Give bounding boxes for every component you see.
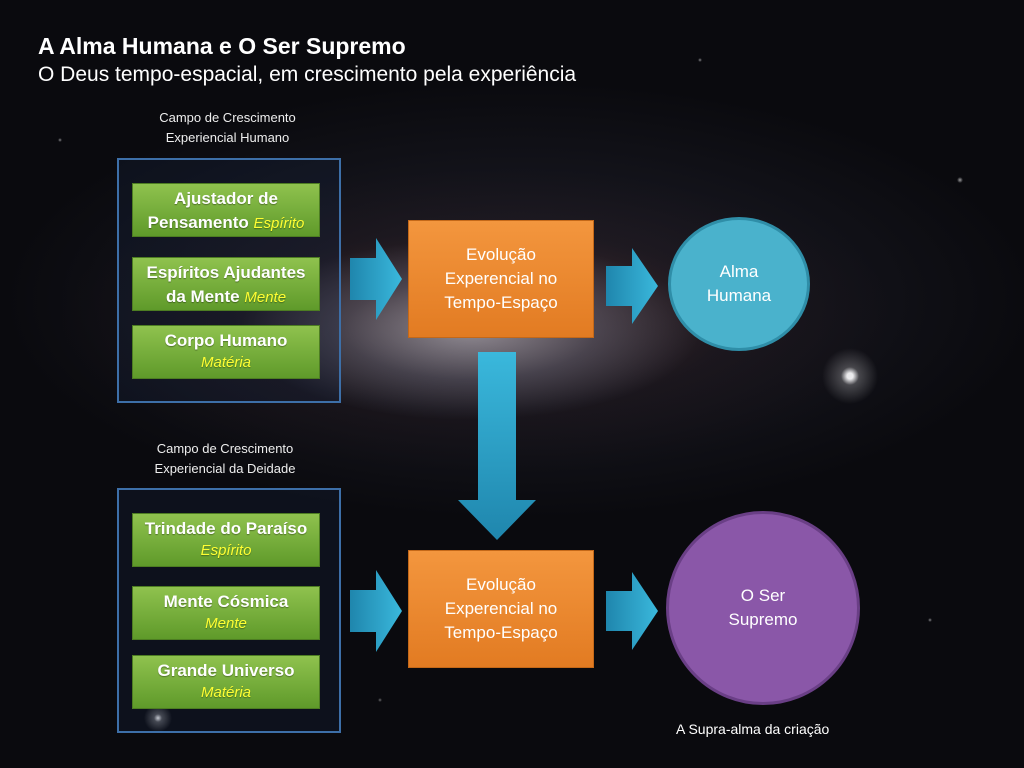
box-label: Ajustador de xyxy=(174,189,278,208)
box-tag: Mente xyxy=(244,289,287,306)
evolution-box-bottom: Evolução Experencial no Tempo-Espaço xyxy=(408,550,594,668)
caption-line: Campo de Crescimento xyxy=(156,441,294,456)
box-tag: Matéria xyxy=(200,684,252,701)
caption-line: Campo de Crescimento xyxy=(159,110,296,125)
box-label: da Mente xyxy=(165,287,240,306)
box-tag: Espírito xyxy=(253,215,305,232)
trindade-box: Trindade do Paraíso Espírito xyxy=(132,513,320,567)
box-tag: Matéria xyxy=(200,354,252,371)
caption-line: Experiencial Humano xyxy=(165,130,290,145)
corpo-humano-box: Corpo Humano Matéria xyxy=(132,325,320,379)
grande-universo-box: Grande Universo Matéria xyxy=(132,655,320,709)
human-field-caption: Campo de Crescimento Experiencial Humano xyxy=(135,108,320,148)
ajustador-box: Ajustador de Pensamento Espírito xyxy=(132,183,320,237)
slide-subtitle: O Deus tempo-espacial, em crescimento pe… xyxy=(38,63,577,86)
arrow-right-icon xyxy=(350,570,402,652)
box-tag: Espírito xyxy=(200,542,252,559)
circle-label: O Ser xyxy=(740,586,786,605)
box-label: Corpo Humano xyxy=(164,331,288,350)
box-label: Pensamento xyxy=(147,213,249,232)
box-label: Mente Cósmica xyxy=(163,592,289,611)
box-tag: Mente xyxy=(205,615,247,632)
mente-cosmica-box: Mente Cósmica Mente xyxy=(132,586,320,640)
arrow-down-icon xyxy=(458,352,536,540)
circle-label: Alma xyxy=(719,262,759,281)
ser-supremo-circle: O Ser Supremo xyxy=(666,511,860,705)
box-label: Grande Universo xyxy=(157,661,295,680)
alma-humana-circle: Alma Humana xyxy=(668,217,810,351)
deity-field-caption: Campo de Crescimento Experiencial da Dei… xyxy=(130,439,320,479)
arrow-right-icon xyxy=(606,572,658,650)
circle-label: Supremo xyxy=(728,610,798,629)
circle-label: Humana xyxy=(706,286,772,305)
supra-alma-caption: A Supra-alma da criação xyxy=(676,721,830,737)
title-block: A Alma Humana e O Ser Supremo O Deus tem… xyxy=(38,32,576,90)
arrow-right-icon xyxy=(606,248,658,324)
evolution-box-top: Evolução Experencial no Tempo-Espaço xyxy=(408,220,594,338)
arrow-right-icon xyxy=(350,238,402,320)
slide-title: A Alma Humana e O Ser Supremo xyxy=(38,33,406,59)
box-label: Espíritos Ajudantes xyxy=(146,263,306,282)
caption-line: Experiencial da Deidade xyxy=(154,461,296,476)
box-label: Trindade do Paraíso xyxy=(144,519,308,538)
espiritos-ajudantes-box: Espíritos Ajudantes da Mente Mente xyxy=(132,257,320,311)
